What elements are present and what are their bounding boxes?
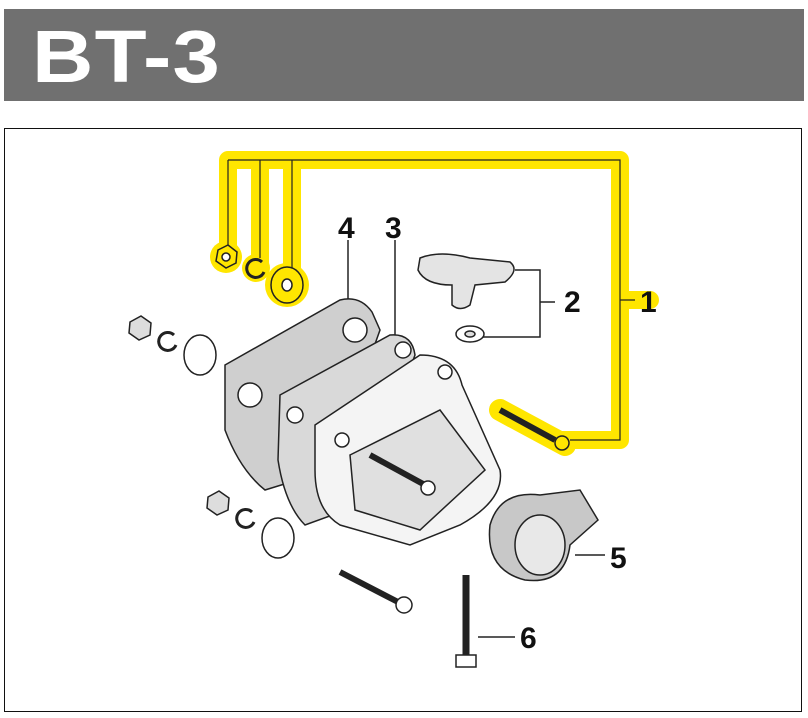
knob [417, 253, 515, 310]
page-title: BT-3 [32, 15, 222, 98]
washer-icon [183, 334, 217, 376]
lock-washer-icon [235, 507, 256, 529]
lock-washer-icon [245, 257, 266, 279]
washer-icon [261, 517, 295, 559]
screw-icon [338, 569, 400, 605]
nut-icon [206, 490, 230, 516]
diagram-frame [4, 128, 802, 712]
header-bar: BT-3 [4, 9, 804, 101]
callout-3: 3 [385, 212, 402, 245]
lock-washer-icon [157, 330, 178, 352]
callout-6: 6 [520, 622, 537, 655]
callout-2: 2 [564, 286, 581, 319]
callout-4: 4 [338, 212, 355, 245]
nut-icon [128, 315, 152, 341]
callout-1: 1 [640, 286, 657, 319]
callout-leader-2 [480, 269, 555, 338]
screw-icon [498, 407, 557, 443]
callout-5: 5 [610, 542, 627, 575]
